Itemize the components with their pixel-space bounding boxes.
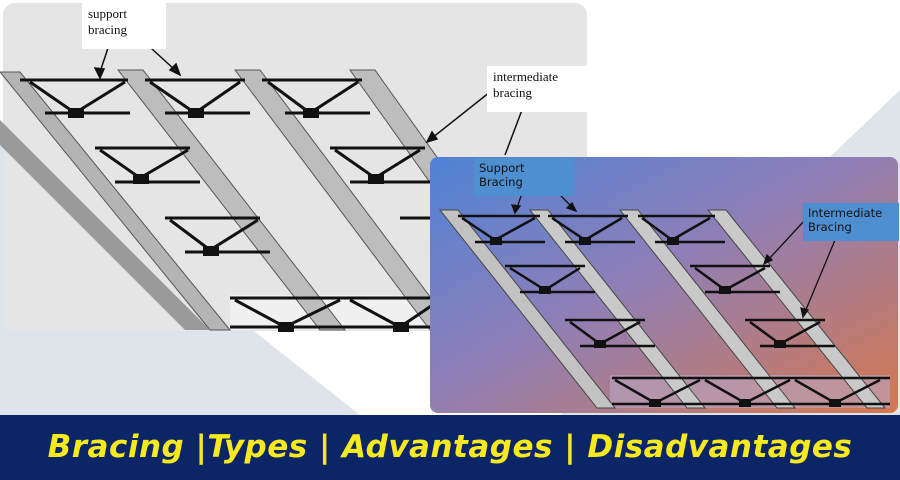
right-bracing-diagram <box>430 157 898 413</box>
intermediate-bracing-label-right: Intermediate Bracing <box>803 203 899 241</box>
title-banner: Bracing |Types | Advantages | Disadvanta… <box>0 415 900 480</box>
banner-title: Bracing |Types | Advantages | Disadvanta… <box>47 429 853 465</box>
intermediate-bracing-label-left: intermediate bracing <box>487 66 587 112</box>
support-bracing-label-left: support bracing <box>82 3 166 49</box>
support-bracing-label-right: Support Bracing <box>474 158 574 196</box>
